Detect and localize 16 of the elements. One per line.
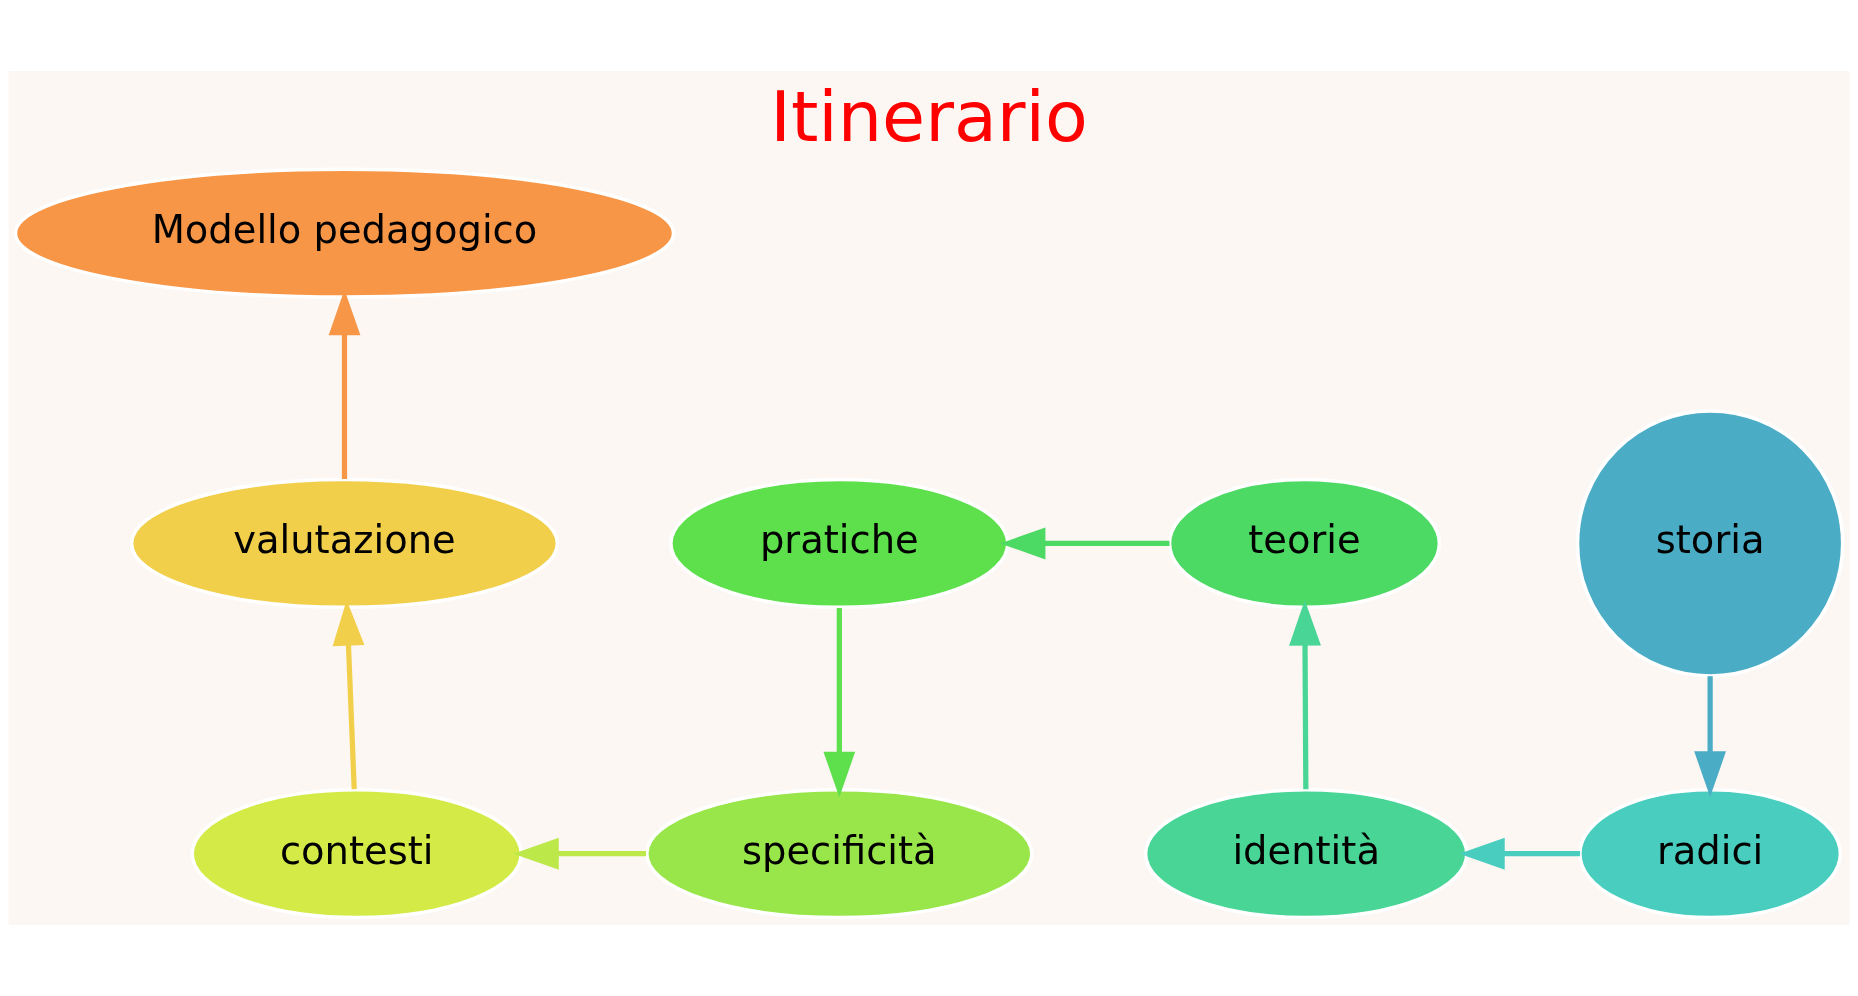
node-circle: storia bbox=[1575, 409, 1845, 678]
arrow bbox=[1289, 600, 1321, 790]
arrow bbox=[999, 527, 1170, 560]
node-ellipse: contesti bbox=[190, 788, 523, 920]
arrow bbox=[823, 608, 856, 798]
node-ellipse: Modello pedagogico bbox=[13, 167, 676, 299]
node-ellipse: pratiche bbox=[669, 477, 1010, 610]
node-ellipse: specificità bbox=[645, 788, 1034, 920]
node-ellipse: teorie bbox=[1167, 477, 1442, 610]
node-ellipse: valutazione bbox=[129, 477, 560, 610]
arrow bbox=[1459, 837, 1581, 870]
diagram-title: Itinerario bbox=[770, 75, 1088, 157]
node-ellipse: identità bbox=[1143, 788, 1469, 920]
arrow bbox=[513, 837, 647, 870]
node-ellipse: radici bbox=[1578, 788, 1843, 920]
arrow bbox=[1694, 676, 1727, 797]
